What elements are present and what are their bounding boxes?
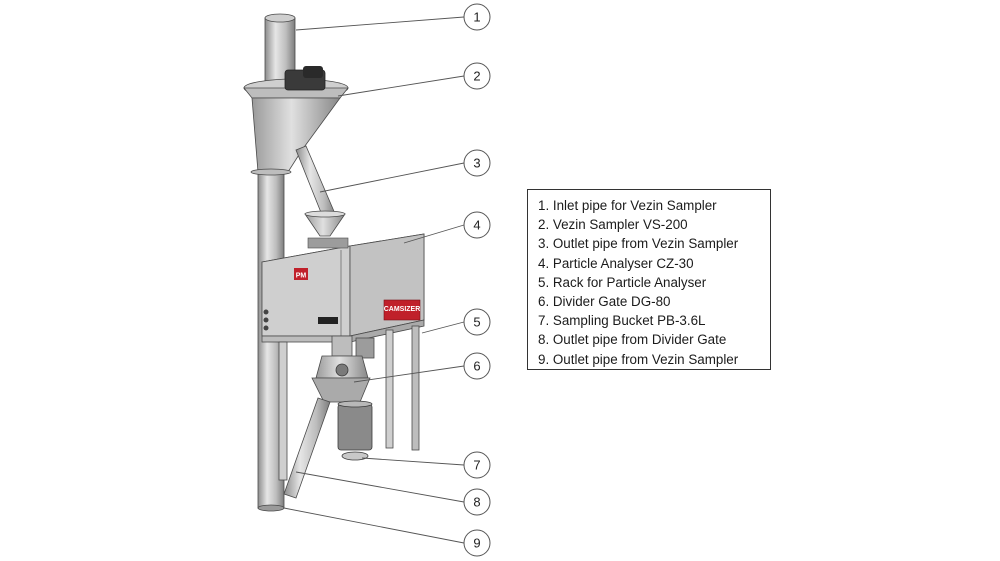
legend-item: 3. Outlet pipe from Vezin Sampler xyxy=(538,236,739,252)
parts-legend: 1. Inlet pipe for Vezin Sampler 2. Vezin… xyxy=(527,189,771,370)
cabinet-logo: PM xyxy=(296,273,307,280)
callout-5: 5 xyxy=(463,308,491,336)
legend-item: 7. Sampling Bucket PB-3.6L xyxy=(538,313,706,329)
callout-3: 3 xyxy=(463,149,491,177)
legend-item: 9. Outlet pipe from Vezin Sampler xyxy=(538,351,739,367)
callout-4: 4 xyxy=(463,211,491,239)
callout-number: 4 xyxy=(473,218,480,233)
callout-8: 8 xyxy=(463,488,491,516)
callout-number: 7 xyxy=(473,458,480,473)
leader-lines xyxy=(283,16,465,544)
legend-item: 4. Particle Analyser CZ-30 xyxy=(538,255,694,271)
particle-analyser-cabinet xyxy=(261,233,425,337)
callout-6: 6 xyxy=(463,352,491,380)
callout-1: 1 xyxy=(463,3,491,31)
callout-9: 9 xyxy=(463,529,491,557)
callout-number: 6 xyxy=(473,359,480,374)
callout-7: 7 xyxy=(463,451,491,479)
divider-gate xyxy=(311,335,375,403)
callout-2: 2 xyxy=(463,62,491,90)
callout-number: 8 xyxy=(473,495,480,510)
analyser-rack xyxy=(261,319,425,481)
legend-item: 6. Divider Gate DG-80 xyxy=(538,294,671,310)
callout-number: 5 xyxy=(473,315,480,330)
legend-item: 5. Rack for Particle Analyser xyxy=(538,274,707,290)
vezin-outlet-pipe xyxy=(295,145,346,237)
cabinet-brand-label: CAMSIZER xyxy=(384,306,421,313)
legend-item: 8. Outlet pipe from Divider Gate xyxy=(538,332,727,348)
callout-number: 3 xyxy=(473,156,480,171)
sampling-bucket xyxy=(337,400,373,461)
legend-item: 2. Vezin Sampler VS-200 xyxy=(538,217,688,233)
vezin-sampler xyxy=(243,66,349,176)
callout-number: 2 xyxy=(473,69,480,84)
callout-number: 9 xyxy=(473,536,480,551)
callout-number: 1 xyxy=(473,10,480,25)
divider-outlet-pipe xyxy=(283,397,331,499)
legend-item: 1. Inlet pipe for Vezin Sampler xyxy=(538,198,717,213)
